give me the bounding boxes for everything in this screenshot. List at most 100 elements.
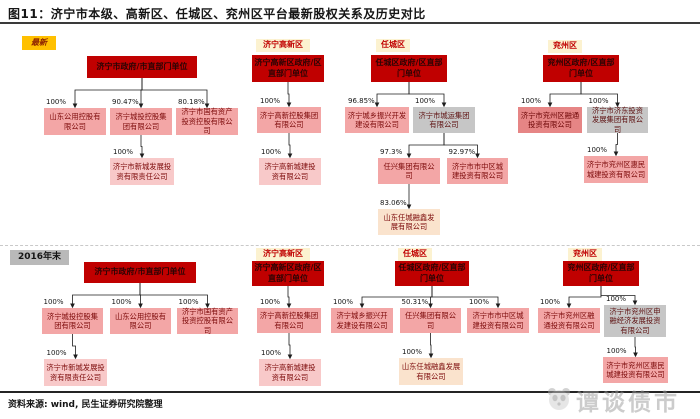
ownership-connector — [286, 82, 292, 108]
ownership-connector — [428, 286, 433, 309]
zone-header-hdr_gx_1: 济宁高新区 — [256, 39, 310, 52]
latest-section-badge: 最新 — [22, 36, 56, 50]
entity-box-h1: 济宁市城运集团有限公司 — [413, 107, 475, 133]
ownership-connector — [406, 133, 445, 159]
entity-box-p5: 济宁市政府/市直部门单位 — [84, 262, 196, 283]
entity-box-i2: 任兴集团有限公司 — [400, 308, 461, 333]
ownership-percentage: 100% — [540, 298, 560, 306]
figure-title: 图11：济宁市本级、高新区、任城区、兖州区平台最新股权关系及历史对比 — [8, 7, 426, 21]
entity-box-g2: 济宁城乡振兴开发建设有限公司 — [331, 308, 393, 333]
entity-box-m2: 济宁市兖州区申融经济发展投资有限公司 — [604, 305, 666, 337]
ownership-percentage: 100% — [589, 97, 609, 105]
entity-box-b1: 济宁城投控股集团有限公司 — [110, 108, 172, 135]
zone-header-hdr_yz_2: 兖州区 — [568, 248, 602, 261]
entity-box-e2: 济宁高新控股集团有限公司 — [257, 308, 321, 333]
ownership-percentage: 100% — [469, 298, 489, 306]
figure-bottom-rule — [0, 391, 700, 393]
brand-watermark: 谭谈债市 — [546, 383, 680, 417]
ownership-percentage: 100% — [333, 298, 353, 306]
section-divider-dashed — [0, 245, 700, 246]
ownership-percentage: 100% — [260, 298, 280, 306]
entity-box-n2: 济宁市兖州区惠民城建投资有限公司 — [603, 357, 668, 383]
ownership-connector — [287, 133, 293, 159]
ownership-percentage: 83.06% — [380, 199, 407, 207]
entity-box-i1: 任兴集团有限公司 — [378, 158, 440, 184]
ownership-connector — [613, 133, 619, 157]
entity-box-p2: 济宁高新区政府/区直部门单位 — [252, 55, 324, 82]
zone-header-hdr_rc_2: 任城区 — [398, 248, 432, 261]
ownership-connector — [633, 337, 638, 358]
ownership-percentage: 100% — [402, 348, 422, 356]
entity-box-j2: 济宁市市中区城建投资有限公司 — [467, 308, 529, 333]
entity-box-n1: 济宁市兖州区惠民城建投资有限公司 — [584, 156, 648, 183]
entity-box-p7: 任城区政府/区直部门单位 — [395, 261, 469, 286]
ownership-percentage: 100% — [587, 146, 607, 154]
ownership-connector — [443, 133, 480, 159]
ownership-connector — [408, 82, 447, 108]
ownership-connector — [139, 283, 210, 309]
ownership-percentage: 96.85% — [348, 97, 375, 105]
ownership-percentage: 100% — [606, 295, 626, 303]
ownership-connector — [139, 135, 145, 159]
ownership-percentage: 100% — [47, 349, 67, 357]
entity-box-j1: 济宁市市中区城建投资有限公司 — [447, 158, 508, 184]
entity-box-k1: 山东任城融鑫发展有限公司 — [378, 209, 440, 235]
entity-box-d2: 济宁市新城发展投资有限责任公司 — [44, 359, 107, 386]
zone-header-hdr_yz_1: 兖州区 — [548, 40, 582, 53]
entity-box-p3: 任城区政府/区直部门单位 — [371, 55, 447, 82]
ownership-connector — [600, 286, 638, 306]
entity-box-p4: 兖州区政府/区直部门单位 — [543, 55, 619, 82]
entity-box-f2: 济宁高新城建投资有限公司 — [259, 359, 321, 386]
entity-box-e1: 济宁高新控股集团有限公司 — [257, 107, 321, 133]
entity-box-l1: 济宁市兖州区融通投资有限公司 — [518, 107, 582, 133]
entity-box-p6: 济宁高新区政府/区直部门单位 — [252, 261, 324, 286]
ownership-connector — [580, 82, 620, 108]
entity-box-k2: 山东任城融鑫发展有限公司 — [399, 358, 463, 385]
ownership-connector — [138, 78, 144, 109]
entity-box-a2: 济宁城投控股集团有限公司 — [42, 308, 103, 334]
ownership-connector — [431, 286, 501, 309]
entity-box-d1: 济宁市新城发展投资有限责任公司 — [110, 158, 174, 185]
ownership-connector — [566, 286, 602, 309]
data-source-note: 资料来源: wind, 民生证券研究院整理 — [8, 400, 163, 410]
ownership-connector — [72, 334, 78, 360]
ownership-percentage: 100% — [607, 347, 627, 355]
ownership-percentage: 80.18% — [178, 98, 205, 106]
ownership-percentage: 92.97% — [449, 148, 476, 156]
entity-box-c2: 济宁市国有资产投资控股有限公司 — [177, 307, 238, 335]
ownership-percentage: 100% — [44, 298, 64, 306]
ownership-connector — [428, 333, 434, 359]
watermark-text: 谭谈债市 — [576, 390, 680, 416]
zone-header-hdr_rc_1: 任城区 — [376, 39, 410, 52]
ownership-percentage: 100% — [46, 98, 66, 106]
entity-box-p8: 兖州区政府/区直部门单位 — [563, 261, 639, 286]
entity-box-p1: 济宁市政府/市直部门单位 — [87, 56, 197, 78]
year-2016-section-badge: 2016年末 — [10, 250, 70, 265]
ownership-percentage: 100% — [521, 97, 541, 105]
panda-icon — [546, 385, 572, 415]
ownership-connector — [547, 82, 582, 108]
title-underline — [0, 22, 700, 24]
ownership-connector — [286, 286, 292, 309]
ownership-percentage: 90.47% — [112, 98, 139, 106]
ownership-connector — [359, 286, 433, 309]
ownership-percentage: 100% — [415, 97, 435, 105]
ownership-percentage: 50.31% — [402, 298, 429, 306]
ownership-connector — [70, 283, 141, 309]
ownership-percentage: 100% — [260, 97, 280, 105]
ownership-percentage: 100% — [112, 298, 132, 306]
ownership-percentage: 100% — [179, 298, 199, 306]
entity-box-f1: 济宁高新城建投资有限公司 — [259, 158, 321, 185]
ownership-connector — [72, 78, 143, 109]
ownership-connector — [287, 333, 293, 360]
ownership-connector — [374, 82, 410, 108]
ownership-percentage: 97.3% — [380, 148, 403, 156]
ownership-connector — [138, 283, 143, 309]
zone-header-hdr_gx_2: 济宁高新区 — [256, 248, 310, 261]
entity-box-m1: 济宁市济东投资发展集团有限公司 — [587, 106, 648, 134]
ownership-percentage: 100% — [113, 148, 133, 156]
ownership-percentage: 100% — [261, 148, 281, 156]
entity-box-b2: 山东公用控股有限公司 — [110, 308, 171, 334]
ownership-percentage: 100% — [261, 349, 281, 357]
entity-box-c1: 济宁市国有资产投资控股有限公司 — [176, 107, 238, 135]
